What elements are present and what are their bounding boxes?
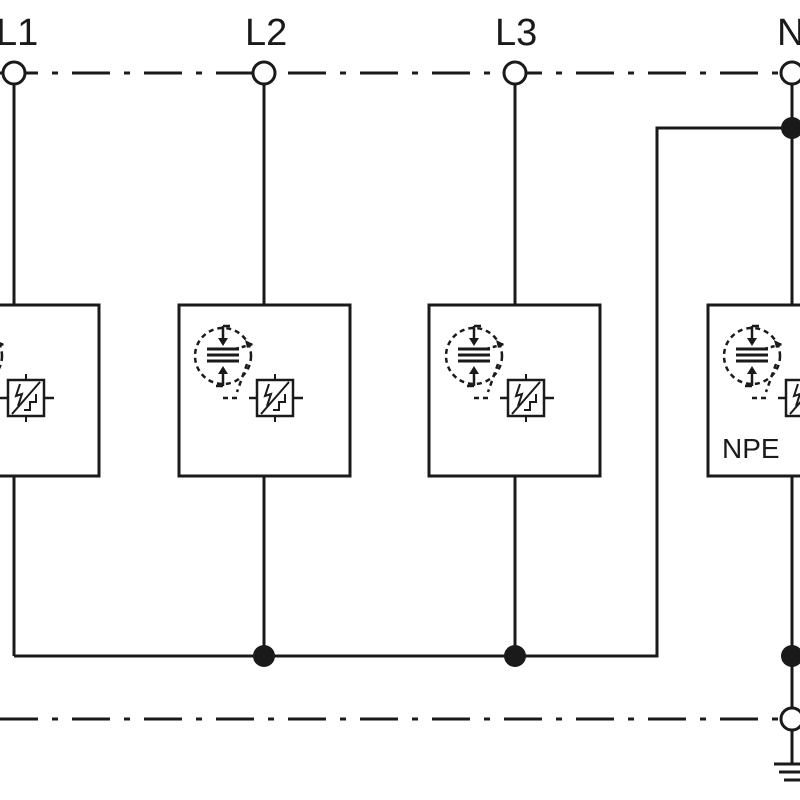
terminal-label-l1: L1: [0, 12, 38, 54]
module-label-npe: NPE: [722, 433, 780, 464]
spd-module-l2: [177, 303, 352, 478]
terminal-l3: [502, 60, 528, 86]
spd-module-l3: [427, 303, 602, 478]
spd-module-npe: NPE: [706, 303, 800, 478]
terminal-label-l2: L2: [245, 12, 287, 54]
terminal-label-l3: L3: [495, 12, 537, 54]
junction-dot: [781, 645, 800, 667]
junction-dot: [253, 645, 275, 667]
junction-dot: [504, 645, 526, 667]
terminal-n: [779, 60, 800, 86]
spd-module-l1: [0, 303, 101, 478]
common-bottom-wire: [14, 126, 792, 658]
earth-icon: [774, 731, 800, 782]
junction-dot: [781, 117, 800, 139]
terminal-l2: [251, 60, 277, 86]
terminal-pe: [779, 706, 800, 732]
terminal-l1: [1, 60, 27, 86]
terminal-label-n: N: [777, 12, 800, 54]
